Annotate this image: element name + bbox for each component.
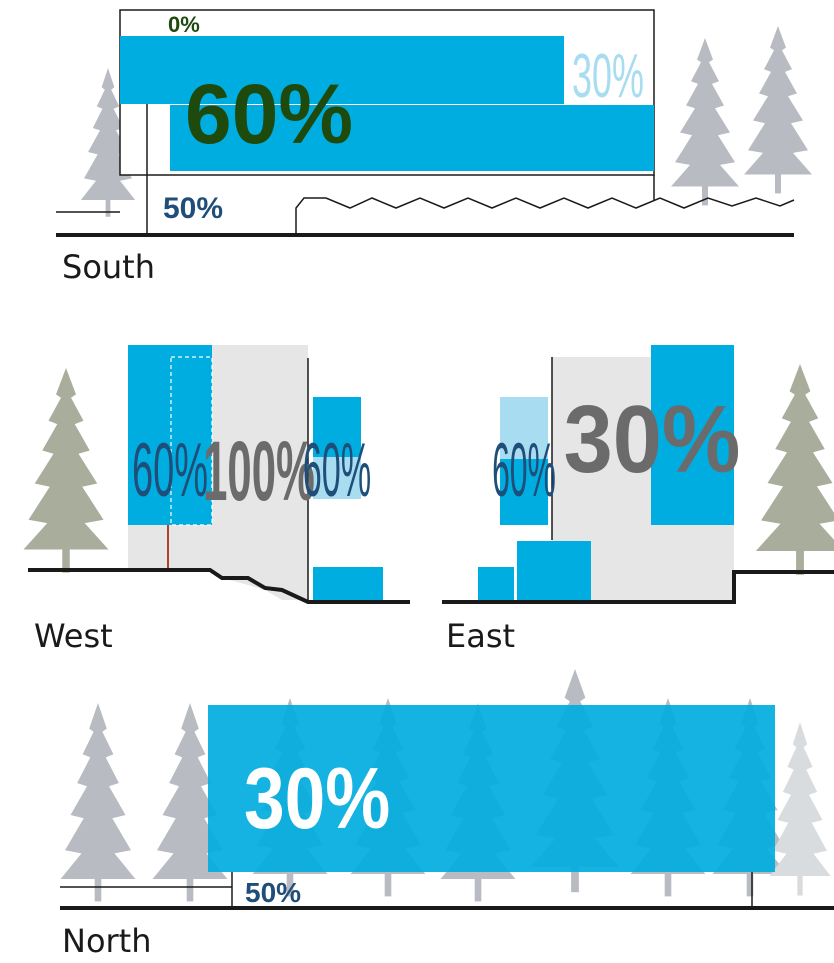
west-glazing-left (128, 345, 212, 525)
south-pct-bottom: 50% (163, 192, 223, 225)
east-elevation: 60% 30% East (442, 345, 834, 655)
east-caption: East (446, 617, 515, 655)
north-glazing-band (208, 705, 775, 872)
east-pct-left: 60% (492, 428, 556, 513)
west-pct-left: 60% (132, 428, 208, 513)
west-ground-line (28, 568, 410, 604)
south-caption: South (62, 248, 155, 286)
east-glazing-base-small (478, 567, 514, 600)
north-caption: North (62, 922, 152, 960)
south-glazing-band-lower (170, 105, 654, 171)
tree-icon (769, 722, 831, 896)
south-glazing-band-upper (120, 36, 564, 104)
south-pct-top: 0% (168, 12, 200, 37)
tree-icon (744, 25, 812, 194)
east-glazing-main (651, 345, 734, 525)
south-elevation: 0% 60% 30% 50% South (56, 9, 812, 286)
west-caption: West (34, 617, 113, 655)
east-glazing-base (517, 541, 591, 600)
west-trees (23, 368, 109, 573)
tree-icon (23, 368, 109, 573)
tree-icon (671, 37, 739, 206)
north-elevation: 30% 50% North (60, 669, 834, 960)
north-pct-bottom: 50% (245, 877, 301, 908)
south-pct-main: 60% (185, 67, 353, 161)
west-glazing-base (313, 567, 383, 600)
tree-icon (60, 703, 136, 902)
east-pct-main: 30% (564, 386, 741, 493)
south-pct-right: 30% (572, 41, 644, 111)
west-pct-right: 60% (303, 429, 371, 513)
west-glazing-right (313, 397, 361, 457)
west-elevation: 60% 100% 60% West (23, 345, 410, 655)
east-trees (755, 364, 834, 575)
north-trees-far (769, 722, 831, 896)
west-pct-center: 100% (203, 425, 315, 519)
east-ground-line (442, 570, 834, 604)
tree-icon (755, 364, 834, 575)
south-roof-profile (295, 197, 795, 235)
north-pct-main: 30% (244, 750, 390, 846)
east-glazing-left-light (500, 397, 548, 459)
